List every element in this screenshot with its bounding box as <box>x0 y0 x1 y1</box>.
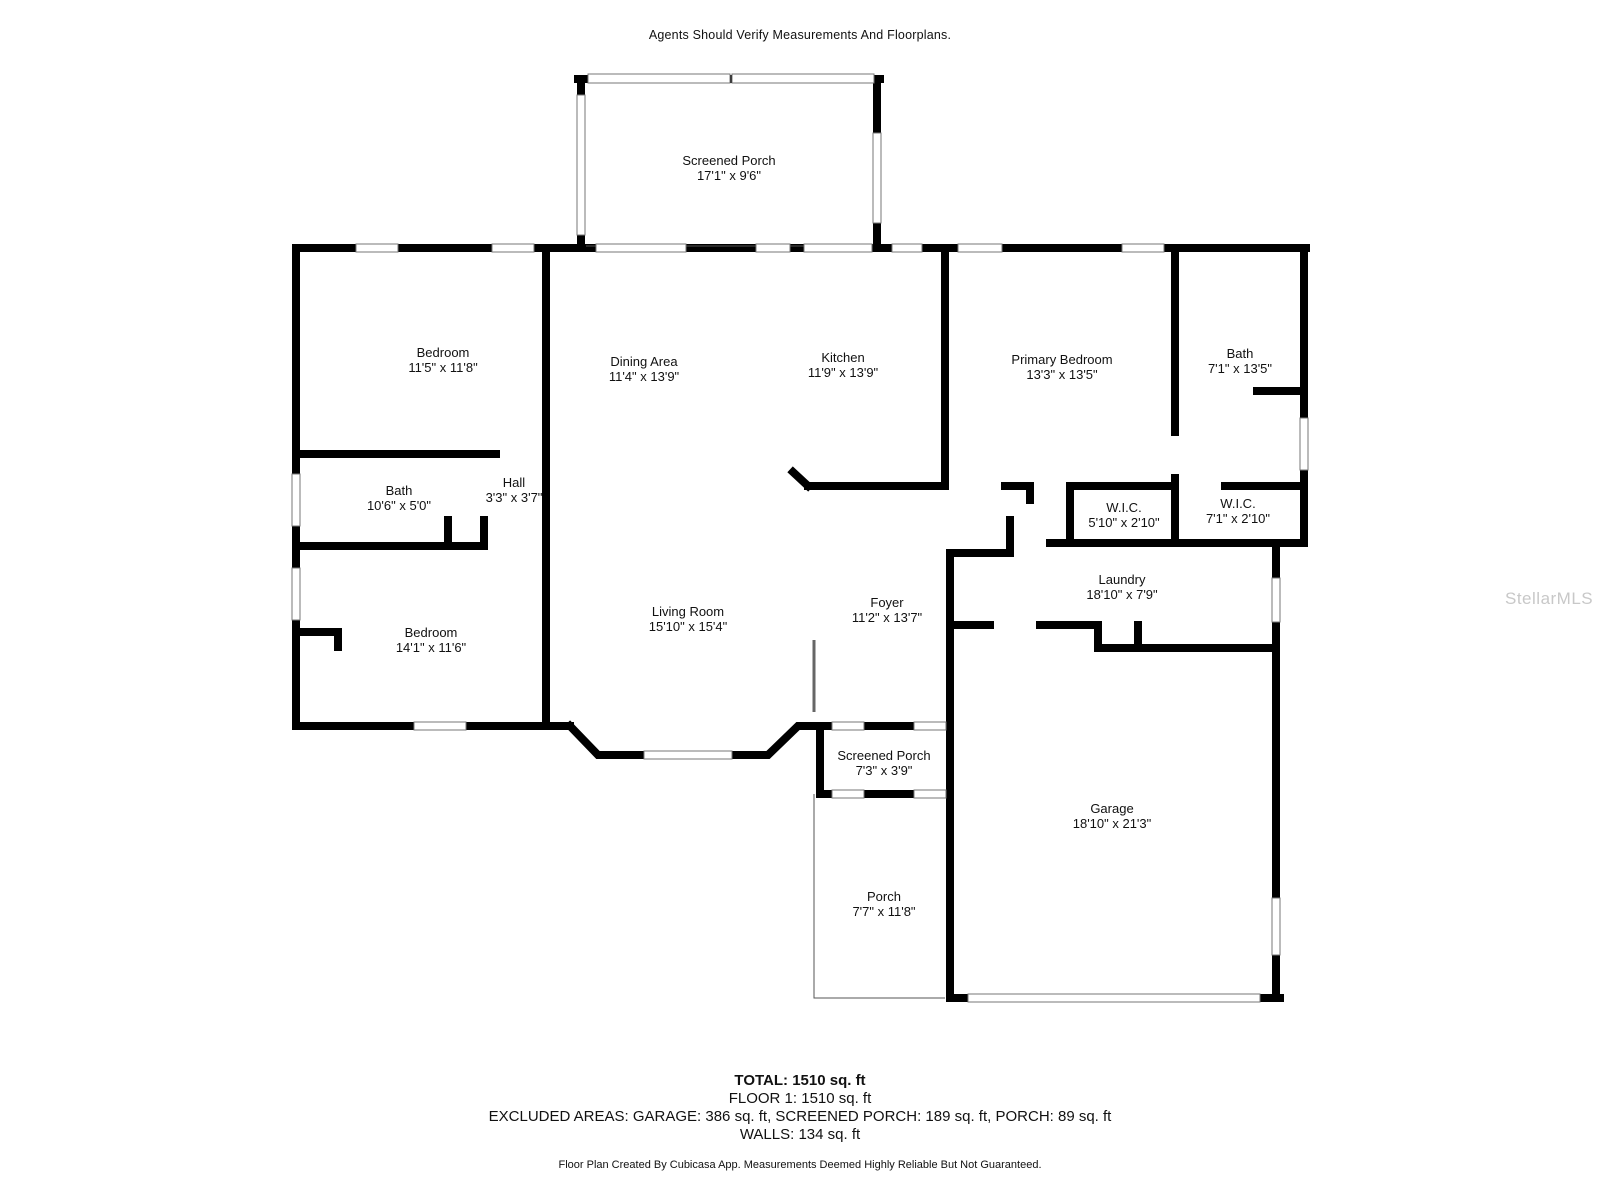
room-dims: 14'1" x 11'6" <box>396 640 467 655</box>
room-name: Hall <box>503 475 526 490</box>
room-name: Dining Area <box>610 354 678 369</box>
total-area: TOTAL: 1510 sq. ft <box>734 1072 866 1089</box>
room-screened-porch-front: Screened Porch 7'3" x 3'9" <box>837 748 930 778</box>
room-wic-2: W.I.C. 7'1" x 2'10" <box>1206 496 1270 526</box>
room-name: Bedroom <box>405 625 458 640</box>
room-wic-1: W.I.C. 5'10" x 2'10" <box>1088 500 1160 530</box>
room-hall: Hall 3'3" x 3'7" <box>486 475 543 505</box>
room-bath-primary: Bath 7'1" x 13'5" <box>1208 346 1272 376</box>
room-primary-bedroom: Primary Bedroom 13'3" x 13'5" <box>1011 352 1112 382</box>
room-name: Garage <box>1090 801 1133 816</box>
room-dims: 17'1" x 9'6" <box>697 168 761 183</box>
room-name: Bath <box>1227 346 1254 361</box>
room-dims: 11'9" x 13'9" <box>808 365 879 380</box>
room-dims: 7'1" x 2'10" <box>1206 511 1270 526</box>
room-dims: 18'10" x 21'3" <box>1073 816 1152 831</box>
room-laundry: Laundry 18'10" x 7'9" <box>1086 572 1158 602</box>
room-dims: 13'3" x 13'5" <box>1026 367 1098 382</box>
room-name: Kitchen <box>821 350 864 365</box>
walls <box>292 75 1310 1002</box>
room-dims: 3'3" x 3'7" <box>486 490 543 505</box>
room-dims: 15'10" x 15'4" <box>649 619 728 634</box>
room-dims: 10'6" x 5'0" <box>367 498 431 513</box>
room-name: W.I.C. <box>1220 496 1255 511</box>
room-dims: 7'7" x 11'8" <box>852 904 915 919</box>
room-bath-hall: Bath 10'6" x 5'0" <box>367 483 431 513</box>
room-bedroom-1: Bedroom 11'5" x 11'8" <box>408 345 478 375</box>
excluded-areas: EXCLUDED AREAS: GARAGE: 386 sq. ft, SCRE… <box>488 1108 1112 1125</box>
room-porch: Porch 7'7" x 11'8" <box>852 889 915 919</box>
windows <box>291 73 1309 1003</box>
room-name: Foyer <box>870 595 904 610</box>
room-name: Screened Porch <box>682 153 775 168</box>
room-name: Living Room <box>652 604 724 619</box>
room-kitchen: Kitchen 11'9" x 13'9" <box>808 350 879 380</box>
room-name: Bedroom <box>417 345 470 360</box>
room-name: Primary Bedroom <box>1011 352 1112 367</box>
room-garage: Garage 18'10" x 21'3" <box>1073 801 1152 831</box>
room-dims: 5'10" x 2'10" <box>1088 515 1160 530</box>
watermark: StellarMLS <box>1505 589 1594 608</box>
room-dims: 7'1" x 13'5" <box>1208 361 1272 376</box>
footer-note: Floor Plan Created By Cubicasa App. Meas… <box>558 1159 1042 1171</box>
room-dims: 11'4" x 13'9" <box>609 369 680 384</box>
room-name: Laundry <box>1099 572 1146 587</box>
room-name: Screened Porch <box>837 748 930 763</box>
room-foyer: Foyer 11'2" x 13'7" <box>852 595 923 625</box>
room-name: Bath <box>386 483 413 498</box>
room-labels: Screened Porch 17'1" x 9'6" Bedroom 11'5… <box>367 153 1272 919</box>
header-note: Agents Should Verify Measurements And Fl… <box>648 28 952 42</box>
room-dims: 18'10" x 7'9" <box>1086 587 1158 602</box>
room-name: Porch <box>867 889 901 904</box>
room-dining-area: Dining Area 11'4" x 13'9" <box>609 354 680 384</box>
floor-1-area: FLOOR 1: 1510 sq. ft <box>728 1090 872 1107</box>
room-bedroom-2: Bedroom 14'1" x 11'6" <box>396 625 467 655</box>
room-dims: 11'5" x 11'8" <box>408 360 478 375</box>
area-totals: TOTAL: 1510 sq. ft FLOOR 1: 1510 sq. ft … <box>0 1072 1600 1144</box>
room-screened-porch-top: Screened Porch 17'1" x 9'6" <box>682 153 775 183</box>
room-dims: 11'2" x 13'7" <box>852 610 923 625</box>
walls-area: WALLS: 134 sq. ft <box>739 1126 861 1143</box>
room-living-room: Living Room 15'10" x 15'4" <box>649 604 728 634</box>
room-dims: 7'3" x 3'9" <box>856 763 913 778</box>
room-name: W.I.C. <box>1106 500 1141 515</box>
